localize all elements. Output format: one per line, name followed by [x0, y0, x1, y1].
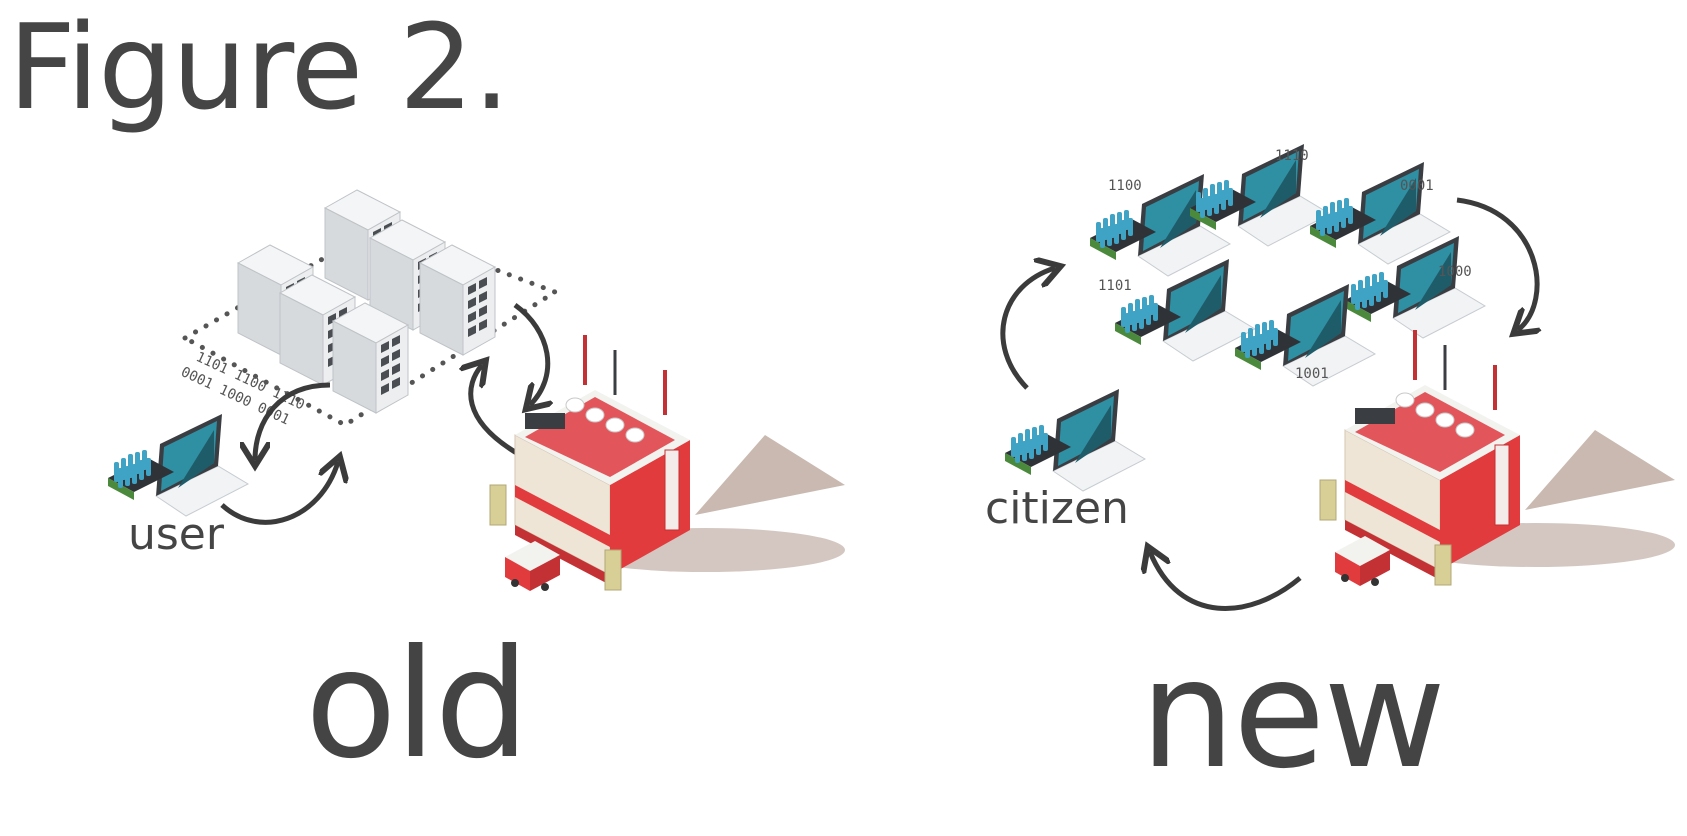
arrow-network-to-cityhall — [1456, 197, 1537, 330]
arrow-user-to-servers — [220, 462, 338, 525]
node-code: 1110 — [1275, 148, 1309, 164]
user-label: user — [128, 509, 224, 560]
arrow-cityhall-to-citizen — [1150, 552, 1302, 611]
node-laptop — [1114, 258, 1256, 362]
arrow-citizen-to-network — [1000, 268, 1055, 390]
node-laptop — [1344, 235, 1486, 339]
city-hall-building — [488, 333, 847, 593]
new-label: new — [1140, 628, 1446, 802]
node-laptop — [1189, 143, 1331, 247]
arrow-cityhall-to-servers — [471, 365, 522, 458]
old-label: old — [305, 618, 530, 792]
citizen-laptop — [1004, 388, 1146, 492]
city-hall-building — [1318, 328, 1677, 588]
node-code: 1000 — [1438, 264, 1472, 280]
arrow-servers-to-cityhall — [513, 302, 548, 405]
figure-title: Figure 2. — [8, 0, 510, 136]
node-code: 1001 — [1295, 366, 1329, 382]
citizen-label: citizen — [985, 483, 1129, 534]
node-code: 1100 — [1108, 178, 1142, 194]
server-rack — [419, 244, 496, 356]
arrow-servers-to-user — [255, 382, 331, 460]
node-code: 1101 — [1098, 278, 1132, 294]
server-rack — [332, 302, 409, 414]
node-code: 0001 — [1400, 178, 1434, 194]
user-laptop — [107, 413, 249, 517]
